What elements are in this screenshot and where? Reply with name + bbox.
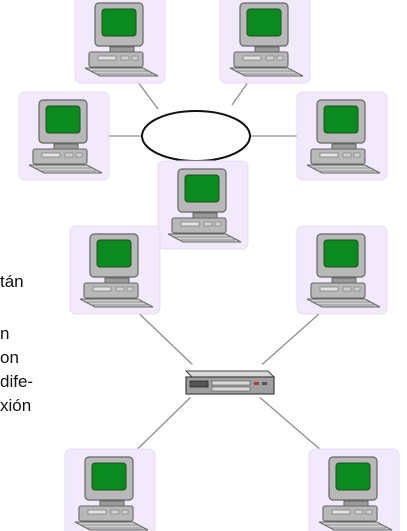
- text-fragment: xión: [0, 396, 32, 415]
- ring-hub: [141, 110, 251, 162]
- text-fragment: tán: [0, 272, 24, 291]
- computer-icon: [18, 91, 110, 181]
- computer-icon: [308, 448, 400, 531]
- computer-icon: [296, 225, 388, 315]
- computer-icon: [69, 225, 161, 315]
- top-ring-network: [18, 0, 388, 250]
- computer-icon: [296, 91, 388, 181]
- switch-icon: [182, 364, 276, 398]
- computer-icon: [157, 160, 249, 250]
- text-fragment: dife-: [0, 372, 34, 391]
- bottom-star-network: [64, 225, 400, 531]
- text-fragment: on: [0, 348, 19, 367]
- computer-icon: [219, 0, 311, 84]
- computer-icon: [74, 0, 166, 84]
- computer-icon: [64, 448, 156, 531]
- text-fragment: n: [0, 324, 10, 343]
